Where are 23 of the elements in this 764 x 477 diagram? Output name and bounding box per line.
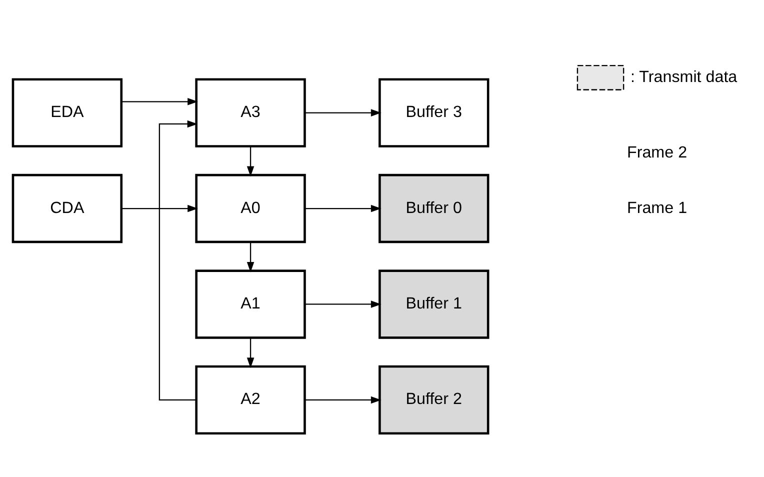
legend-label: : Transmit data: [630, 68, 738, 86]
node-box: A0: [195, 174, 306, 244]
arrow: [246, 338, 254, 368]
node-box: Buffer 2: [378, 365, 490, 435]
arrow: [246, 242, 254, 272]
node-box: CDA: [12, 174, 123, 244]
arrow: [305, 300, 382, 308]
node-box: Buffer 1: [378, 270, 490, 339]
node-box: A2: [195, 365, 306, 435]
label: Frame 1: [627, 198, 688, 217]
arrow: [246, 146, 254, 177]
node-box: Buffer 3: [378, 78, 490, 148]
arrow: [158, 120, 198, 401]
arrow: [305, 109, 382, 116]
node-box: A1: [195, 270, 306, 339]
node-box: Buffer 0: [378, 174, 490, 244]
node-box: A3: [195, 78, 306, 148]
arrow: [305, 396, 382, 404]
label: Frame 2: [627, 143, 688, 162]
arrow: [122, 98, 198, 106]
arrow: [305, 204, 382, 212]
arrow: [122, 204, 198, 212]
node-box: EDA: [12, 78, 123, 148]
